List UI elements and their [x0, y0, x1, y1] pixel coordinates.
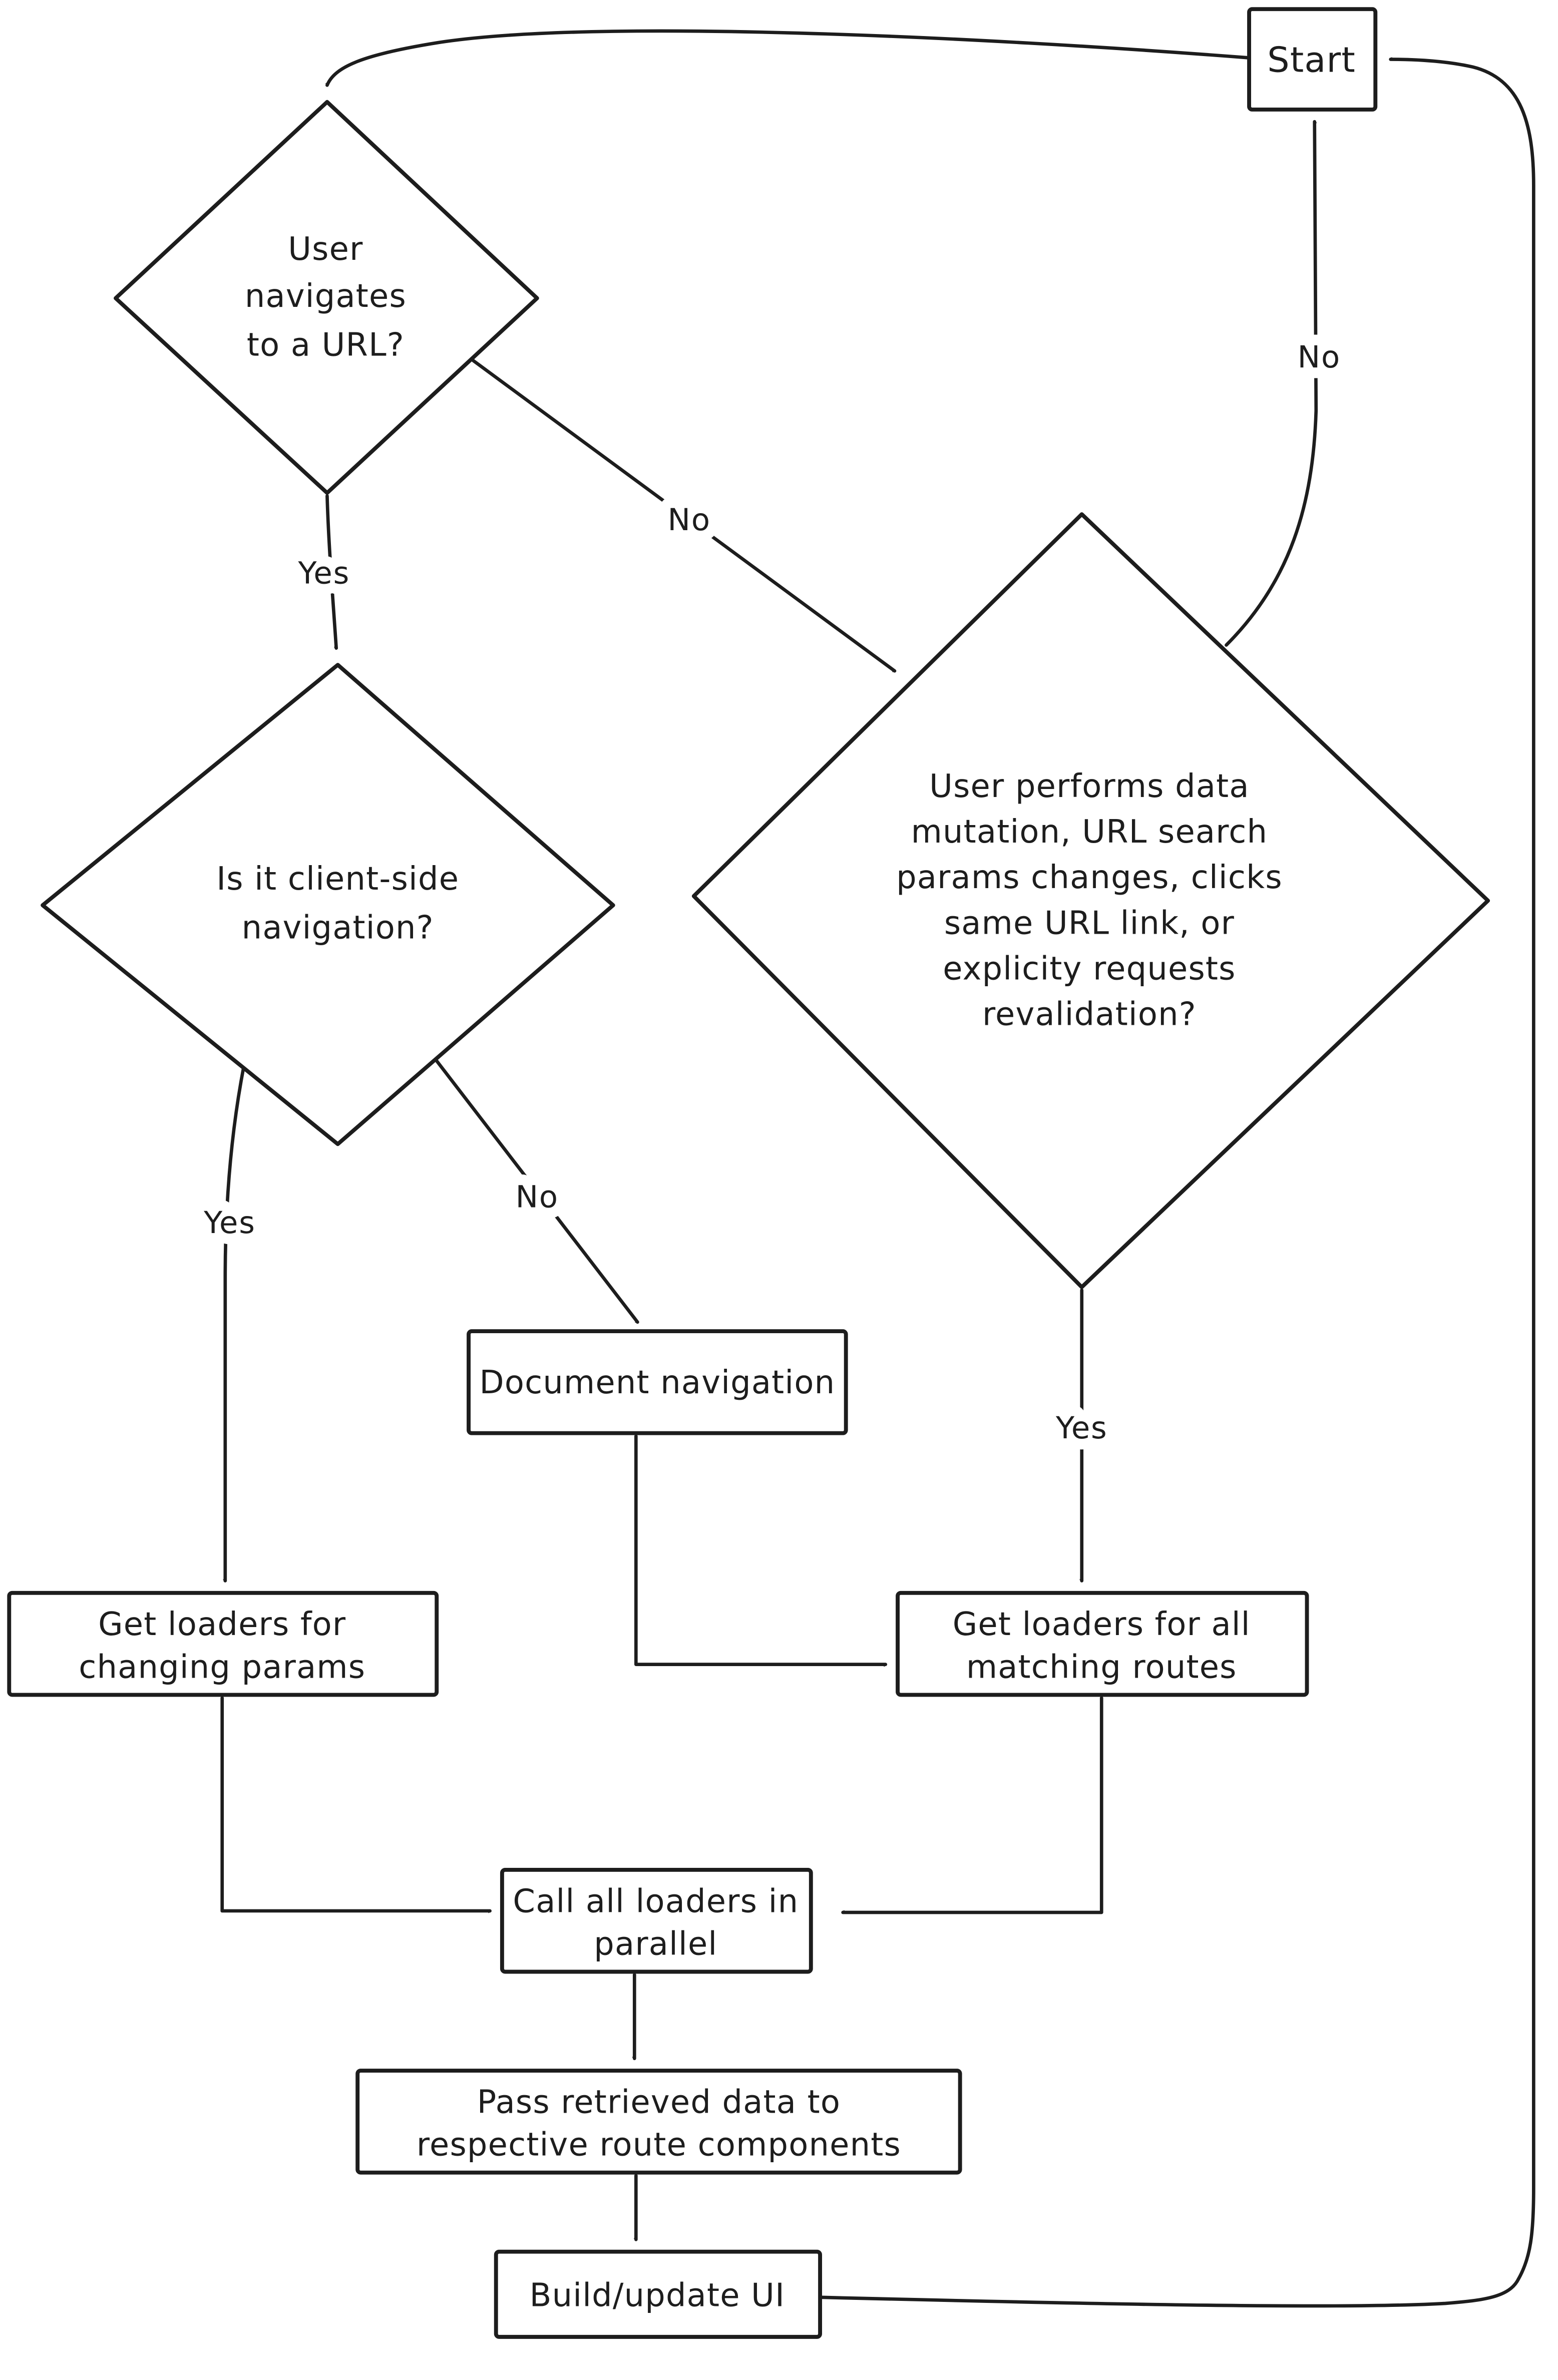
revalidation-line: mutation, URL search	[911, 814, 1268, 851]
revalidation-line: explicity requests	[943, 950, 1236, 987]
edge-build-to-start	[820, 60, 1535, 2308]
node-pass-data: Pass retrieved data to respective route …	[355, 2069, 962, 2175]
edge-client-no	[433, 1057, 639, 1324]
node-user-navigates: User navigates to a URL?	[114, 100, 539, 495]
revalidation-line: revalidation?	[982, 996, 1197, 1033]
node-loaders-changing-params: Get loaders for changing params	[7, 1591, 439, 1697]
edge-matching-to-call	[841, 1696, 1103, 1914]
edge-label-no: No	[1298, 340, 1341, 375]
node-client-side: Is it client-side navigation?	[41, 663, 615, 1146]
node-loaders-matching-routes: Get loaders for all matching routes	[896, 1591, 1309, 1697]
edge-docnav-to-loaders	[634, 1434, 888, 1665]
revalidation-line: same URL link, or	[944, 905, 1235, 942]
revalidation-diamond	[691, 512, 1490, 1289]
edge-label-yes: Yes	[1055, 1411, 1108, 1446]
edge-changing-to-call	[220, 1696, 492, 1910]
loaders-changing-box	[7, 1591, 439, 1697]
loaders-matching-box	[896, 1591, 1309, 1697]
edge-label-yes: Yes	[298, 556, 350, 591]
start-box	[1247, 7, 1378, 112]
edge-client-yes	[225, 1051, 248, 1582]
client-side-line: Is it client-side	[216, 861, 459, 898]
edge-label-yes: Yes	[203, 1206, 256, 1241]
edge-navigates-no	[471, 358, 897, 673]
revalidation-line: User performs data	[929, 768, 1250, 805]
loaders-matching-line: Get loaders for all	[953, 1606, 1251, 1643]
node-document-navigation: Document navigation	[467, 1329, 848, 1435]
pass-data-box	[355, 2069, 962, 2175]
document-navigation-box	[467, 1329, 848, 1435]
start-label: Start	[1267, 40, 1356, 81]
pass-data-line: respective route components	[417, 2127, 901, 2164]
navigates-line: navigates	[245, 278, 407, 315]
build-ui-label: Build/update UI	[530, 2277, 785, 2314]
edge-revalidation-no	[1225, 120, 1316, 647]
navigates-line: to a URL?	[247, 326, 405, 363]
node-revalidation: User performs data mutation, URL search …	[691, 512, 1490, 1289]
edge-label-no: No	[668, 503, 711, 538]
document-navigation-label: Document navigation	[480, 1364, 836, 1401]
client-side-line: navigation?	[242, 909, 434, 946]
navigates-line: User	[288, 231, 363, 268]
node-build-ui: Build/update UI	[494, 2249, 823, 2339]
edge-label-no: No	[516, 1179, 559, 1215]
build-ui-box	[494, 2249, 823, 2339]
edge-navigates-yes	[327, 494, 338, 650]
edges	[220, 29, 1535, 2308]
navigates-diamond	[114, 100, 539, 495]
client-side-diamond	[41, 663, 615, 1146]
loaders-changing-line: Get loaders for	[98, 1606, 346, 1643]
node-start: Start	[1247, 7, 1378, 112]
edge-start-to-navigates	[327, 29, 1251, 87]
nodes: Start User navigates to a URL? Is it cli…	[7, 7, 1490, 2339]
revalidation-line: params changes, clicks	[896, 859, 1283, 896]
call-loaders-box	[500, 1867, 813, 1974]
call-loaders-line: parallel	[594, 1925, 717, 1962]
node-call-loaders: Call all loaders in parallel	[500, 1867, 813, 1974]
call-loaders-line: Call all loaders in	[513, 1883, 799, 1920]
pass-data-line: Pass retrieved data to	[477, 2084, 841, 2121]
loaders-changing-line: changing params	[79, 1649, 365, 1686]
loaders-matching-line: matching routes	[966, 1649, 1237, 1686]
